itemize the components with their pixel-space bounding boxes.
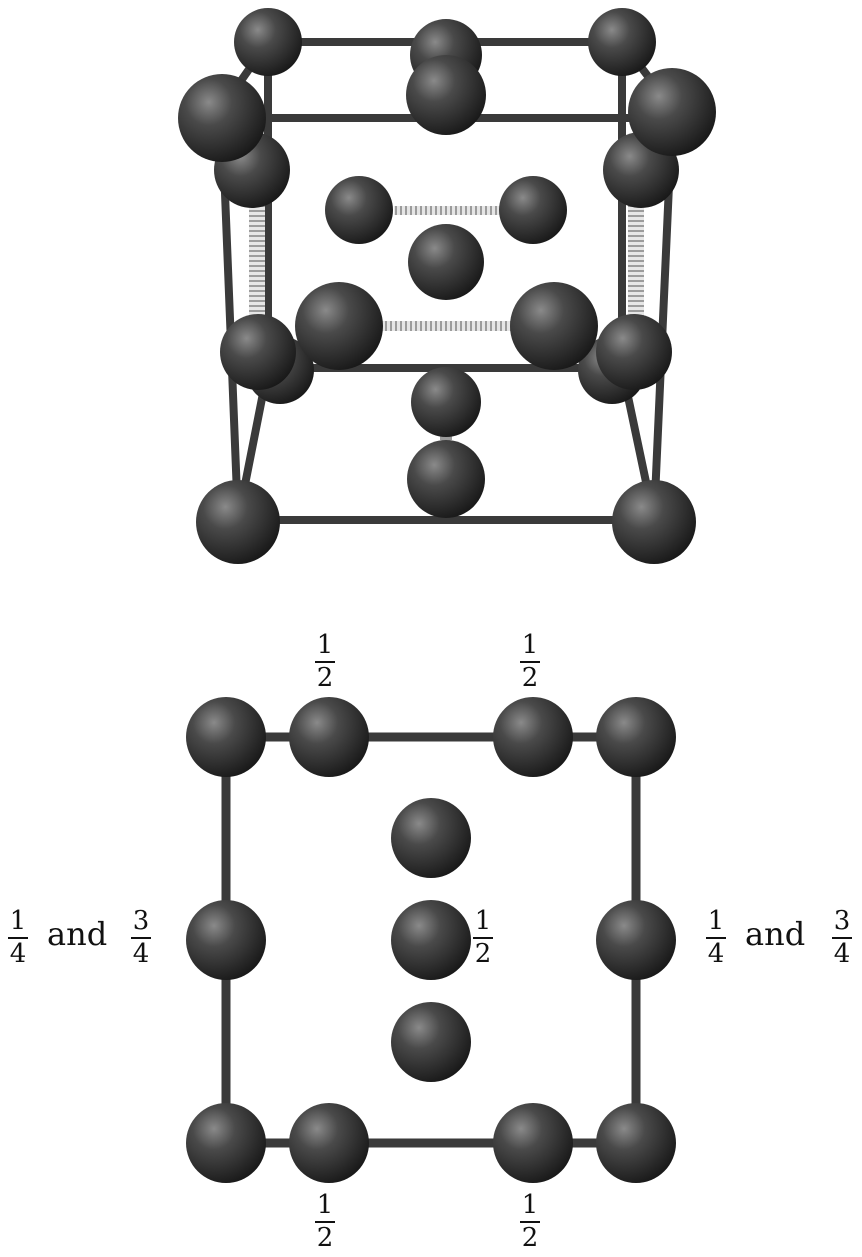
atom-proj-inner-lower	[391, 1002, 471, 1082]
label-right-second-numerator: 3	[833, 906, 851, 936]
atom-top-center-front	[406, 55, 486, 135]
atom-inner-lower-right	[510, 282, 598, 370]
label-right-second-fraction: 3 4	[827, 908, 857, 967]
unit-cell-projection	[186, 697, 676, 1183]
label-right-first-denominator: 4	[707, 939, 725, 969]
label-left-second-denominator: 4	[132, 939, 150, 969]
atom-front-bottom-left	[196, 480, 280, 564]
atom-inner-lower-left	[295, 282, 383, 370]
atom-proj-top-left-half	[289, 697, 369, 777]
atom-proj-bottom-right-corner	[596, 1103, 676, 1183]
label-top-right-numerator: 1	[521, 630, 539, 660]
atom-inner-upper-right	[499, 176, 567, 244]
atom-proj-top-right-half	[493, 697, 573, 777]
label-left-second-numerator: 3	[132, 906, 150, 936]
hatched-bond-upper	[394, 206, 500, 215]
label-left-joiner: and	[47, 915, 108, 953]
label-center-denominator: 2	[474, 939, 492, 969]
label-top-left-numerator: 1	[316, 630, 334, 660]
hatched-bond-lower	[380, 321, 514, 331]
label-right-second-fraction-bar	[832, 937, 852, 939]
label-top-right-height: 1 2	[515, 632, 545, 691]
label-top-left-fraction-bar	[315, 661, 335, 663]
atom-front-bottom-right	[612, 480, 696, 564]
atom-proj-bottom-right-half	[493, 1103, 573, 1183]
atom-center-lower-front	[407, 440, 485, 518]
label-right-joiner: and	[745, 915, 806, 953]
cell-3d-atoms	[178, 8, 716, 564]
label-center-fraction-bar	[473, 937, 493, 939]
atom-left-lower-edge	[220, 314, 296, 390]
atom-proj-top-right-corner	[596, 697, 676, 777]
atom-back-top-left	[234, 8, 302, 76]
atom-front-top-right	[628, 68, 716, 156]
label-right-second-denominator: 4	[833, 939, 851, 969]
atom-center-lower-back	[411, 367, 481, 437]
label-right-first-fraction-bar	[706, 937, 726, 939]
label-center-height: 1 2	[468, 908, 498, 967]
atom-right-lower-edge	[596, 314, 672, 390]
label-bottom-right-fraction-bar	[520, 1221, 540, 1223]
label-left-second-fraction-bar	[131, 937, 151, 939]
label-left-first-fraction-bar	[8, 937, 28, 939]
label-left-first-denominator: 4	[9, 939, 27, 969]
unit-cell-3d-view	[178, 8, 716, 564]
atom-proj-bottom-left-corner	[186, 1103, 266, 1183]
label-bottom-left-denominator: 2	[316, 1223, 334, 1253]
label-top-left-height: 1 2	[310, 632, 340, 691]
label-bottom-right-denominator: 2	[521, 1223, 539, 1253]
label-left-first-fraction: 1 4	[3, 908, 33, 967]
label-bottom-left-height: 1 2	[310, 1192, 340, 1251]
atom-proj-inner-upper	[391, 798, 471, 878]
label-left-second-fraction: 3 4	[126, 908, 156, 967]
atom-proj-center	[391, 900, 471, 980]
atom-front-top-left	[178, 74, 266, 162]
projection-atoms	[186, 697, 676, 1183]
atom-back-top-right	[588, 8, 656, 76]
atom-inner-upper-left	[325, 176, 393, 244]
hatched-bond-right	[628, 205, 644, 323]
atom-proj-bottom-left-half	[289, 1103, 369, 1183]
label-top-right-denominator: 2	[521, 663, 539, 693]
label-top-right-fraction-bar	[520, 661, 540, 663]
label-right-first-fraction: 1 4	[701, 908, 731, 967]
atom-inner-center	[408, 224, 484, 300]
atom-proj-right-middle	[596, 900, 676, 980]
label-center-numerator: 1	[474, 906, 492, 936]
hatched-bond-left	[249, 205, 265, 323]
label-bottom-left-numerator: 1	[316, 1190, 334, 1220]
label-bottom-right-numerator: 1	[521, 1190, 539, 1220]
label-top-left-denominator: 2	[316, 663, 334, 693]
label-left-first-numerator: 1	[9, 906, 27, 936]
label-bottom-right-height: 1 2	[515, 1192, 545, 1251]
label-right-first-numerator: 1	[707, 906, 725, 936]
atom-proj-left-middle	[186, 900, 266, 980]
label-bottom-left-fraction-bar	[315, 1221, 335, 1223]
atom-proj-top-left-corner	[186, 697, 266, 777]
